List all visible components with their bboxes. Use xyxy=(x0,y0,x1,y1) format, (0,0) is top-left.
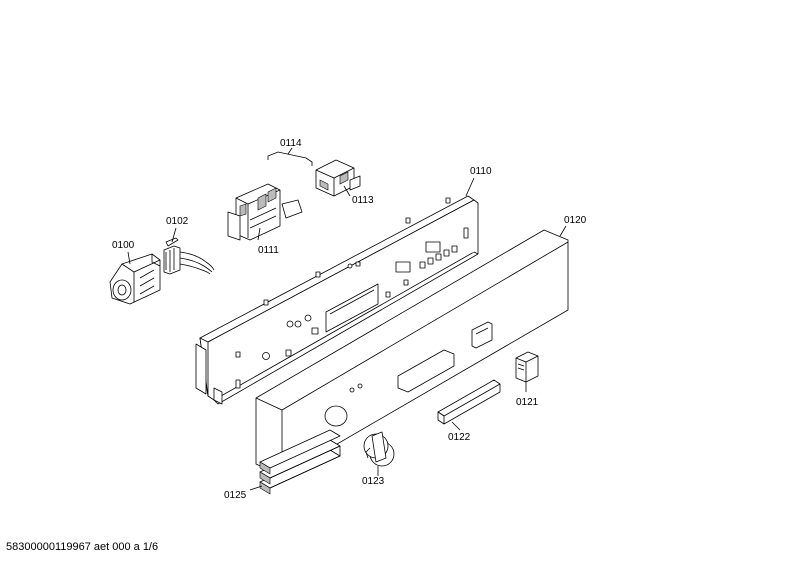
label-0111: 0111 xyxy=(258,245,279,256)
label-0123: 0123 xyxy=(362,476,385,487)
part-0120-front-fascia xyxy=(255,229,569,477)
label-0110: 0110 xyxy=(470,166,492,177)
label-0100: 0100 xyxy=(112,240,135,251)
part-0102-wire-connector xyxy=(163,237,215,275)
label-0125: 0125 xyxy=(224,490,247,501)
label-0121: 0121 xyxy=(516,397,539,408)
part-0111-holder xyxy=(227,183,303,241)
part-0114-wire xyxy=(267,151,313,166)
leader-lines xyxy=(127,147,567,491)
part-0121-button xyxy=(515,351,539,383)
part-0125-pads xyxy=(259,429,341,495)
part-0100-switch xyxy=(109,253,161,305)
part-0110-panel-frame xyxy=(195,195,479,405)
label-0102: 0102 xyxy=(166,216,189,227)
label-0122: 0122 xyxy=(448,432,471,443)
part-0113-module xyxy=(315,159,361,197)
part-0122-window-strip xyxy=(437,379,501,425)
part-0123-knob xyxy=(363,431,395,467)
label-0113: 0113 xyxy=(352,195,374,206)
document-id-footer: 58300000119967 aet 000 a 1/6 xyxy=(6,541,159,553)
label-0120: 0120 xyxy=(564,215,587,226)
label-0114: 0114 xyxy=(280,138,302,149)
